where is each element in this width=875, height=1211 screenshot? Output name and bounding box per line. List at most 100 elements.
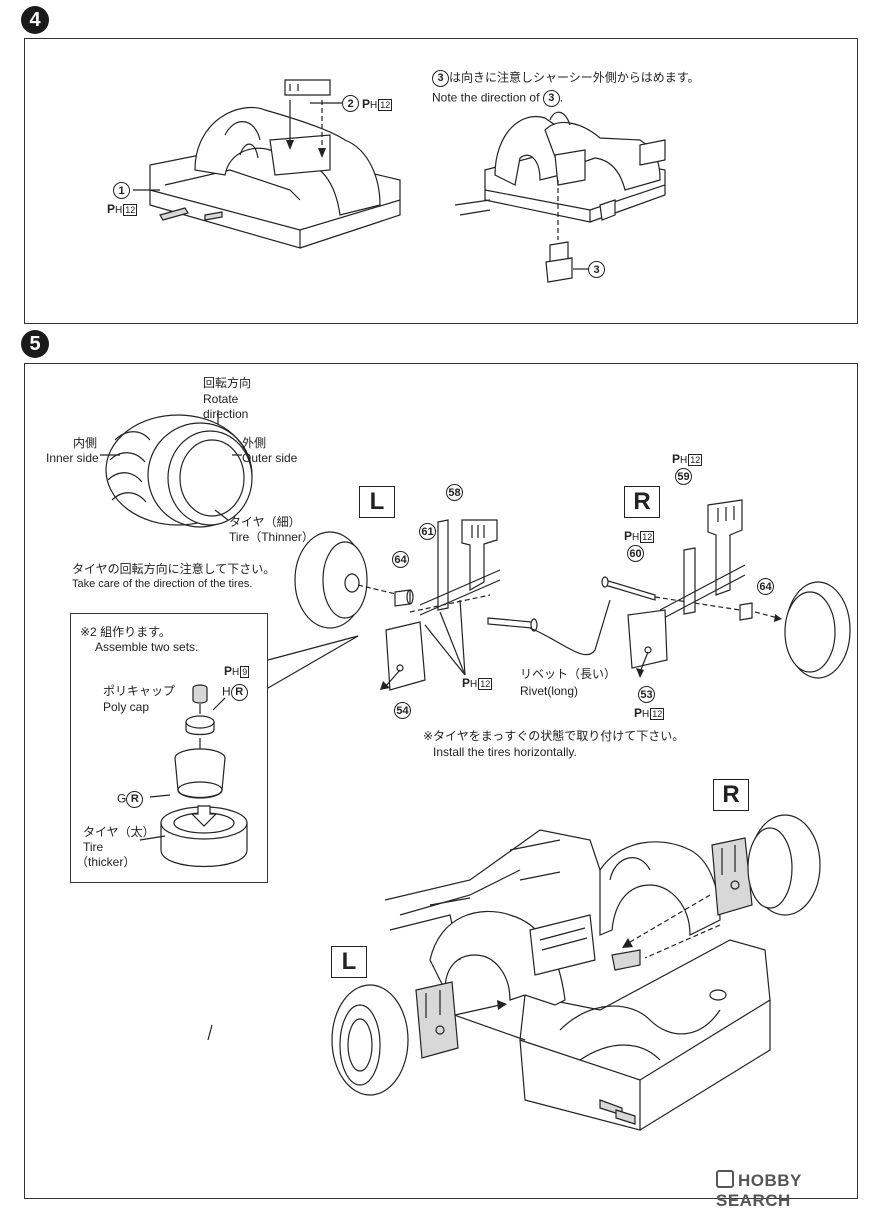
part-53-label: 53 [638,686,655,704]
step4-part2-label: 2 [342,95,359,113]
left-letter: L [341,948,357,975]
hobby-search-watermark: HOBBY SEARCH [716,1170,875,1211]
right-letter: R [633,488,651,515]
part-64-right-label: 64 [757,578,774,596]
part-3-badge: 3 [588,261,605,279]
ph-num: 12 [688,454,703,466]
ph-num: 12 [650,708,665,720]
rotate-direction-en-2: direction [203,407,249,421]
tire-thicker-en-1: Tire [83,840,104,854]
step4-part1-label: 1 [113,182,130,200]
polycap-jp: ポリキャップ [103,684,176,698]
left-side-label-bottom: L [331,946,367,978]
ph-num: 12 [123,204,138,216]
rotate-direction-jp: 回転方向 [203,376,252,390]
assemble-two-sets-jp: ※2 組作ります。 [80,625,171,639]
tire-care-jp: タイヤの回転方向に注意して下さい。 [72,562,276,576]
step4-part3-label: 3 [588,261,605,279]
tire-care-en: Take care of the direction of the tires. [72,578,253,590]
step-4-number-text: 4 [29,8,41,31]
part-3-badge: 3 [432,70,449,87]
assemble-two-sets-en: Assemble two sets. [95,640,199,654]
ph-letter: P [462,676,471,690]
inner-side-jp: 内側 [73,436,98,450]
step4-note-en-text: Note the direction of [432,90,540,105]
assembly-inset-box [70,613,268,883]
part-59-badge: 59 [675,468,692,486]
step-5-number-text: 5 [29,332,41,355]
ph-letter: P [634,706,643,720]
left-letter: L [369,488,385,515]
ph-letter: P [672,452,681,466]
part-60-label: 60 [627,545,644,563]
step4-note-jp-text: は向きに注意しシャーシー外側からはめます。 [449,70,700,85]
right-side-label-top: R [624,486,660,518]
part-2-badge: 2 [342,95,359,113]
ph-letter: P [107,202,116,216]
part-59-label: 59 [675,468,692,486]
polycap-en: Poly cap [103,700,150,714]
part-64-left-label: 64 [392,551,409,569]
ph-sub: H [642,709,650,720]
ph-num: 9 [240,666,250,678]
step-4-chassis-drawing [133,79,401,249]
right-letter: R [722,781,740,808]
part-61-badge: 61 [419,523,436,541]
step-4-detail-drawing [454,111,666,283]
rivet-long-jp: リベット（長い） [520,667,617,681]
ph-letter: P [224,664,233,678]
ph-num: 12 [640,531,655,543]
inner-side-en: Inner side [46,451,99,465]
part-54-label: 54 [394,702,411,720]
ph-sub: H [680,455,688,466]
ph-sub: H [115,205,123,216]
ph-sub: H [470,679,478,690]
rotate-direction-en-1: Rotate [203,392,239,406]
part-3-badge: 3 [542,90,560,107]
part-58-badge: 58 [446,484,463,502]
part-64-badge: 64 [757,578,774,596]
part-54-badge: 54 [394,702,411,720]
part-58-label: 58 [446,484,463,502]
ph-num: 12 [478,678,493,690]
part-64-badge: 64 [392,551,409,569]
part-1-badge: 1 [113,182,130,200]
r-badge: R [126,791,144,808]
tire-thinner-en: Tire（Thinner） [229,530,314,544]
outer-side-en: Outer side [242,451,298,465]
tire-thinner-jp: タイヤ（細） [229,515,301,529]
part-61-label: 61 [419,523,436,541]
install-horizontal-jp: ※タイヤをまっすぐの状態で取り付けて下さい。 [423,729,685,743]
install-horizontal-en: Install the tires horizontally. [433,745,577,759]
ph-sub: H [632,532,640,543]
right-side-label-bottom: R [713,779,749,811]
r-badge: R [230,684,248,701]
left-side-label-top: L [359,486,395,518]
step-4-number: 4 [21,6,49,34]
outer-side-jp: 外側 [242,436,267,450]
ph-sub: H [370,100,378,111]
rivet-long-en: Rivet(long) [520,684,579,698]
step-4-frame [24,38,858,324]
step-5-frame [24,363,858,1199]
h-letter: H [222,684,231,699]
tire-thicker-en-2: （thicker） [76,855,136,869]
part-60-badge: 60 [627,545,644,563]
ph-letter: P [624,529,633,543]
hobby-search-logo-icon [716,1170,734,1188]
g-letter: G [117,791,127,806]
